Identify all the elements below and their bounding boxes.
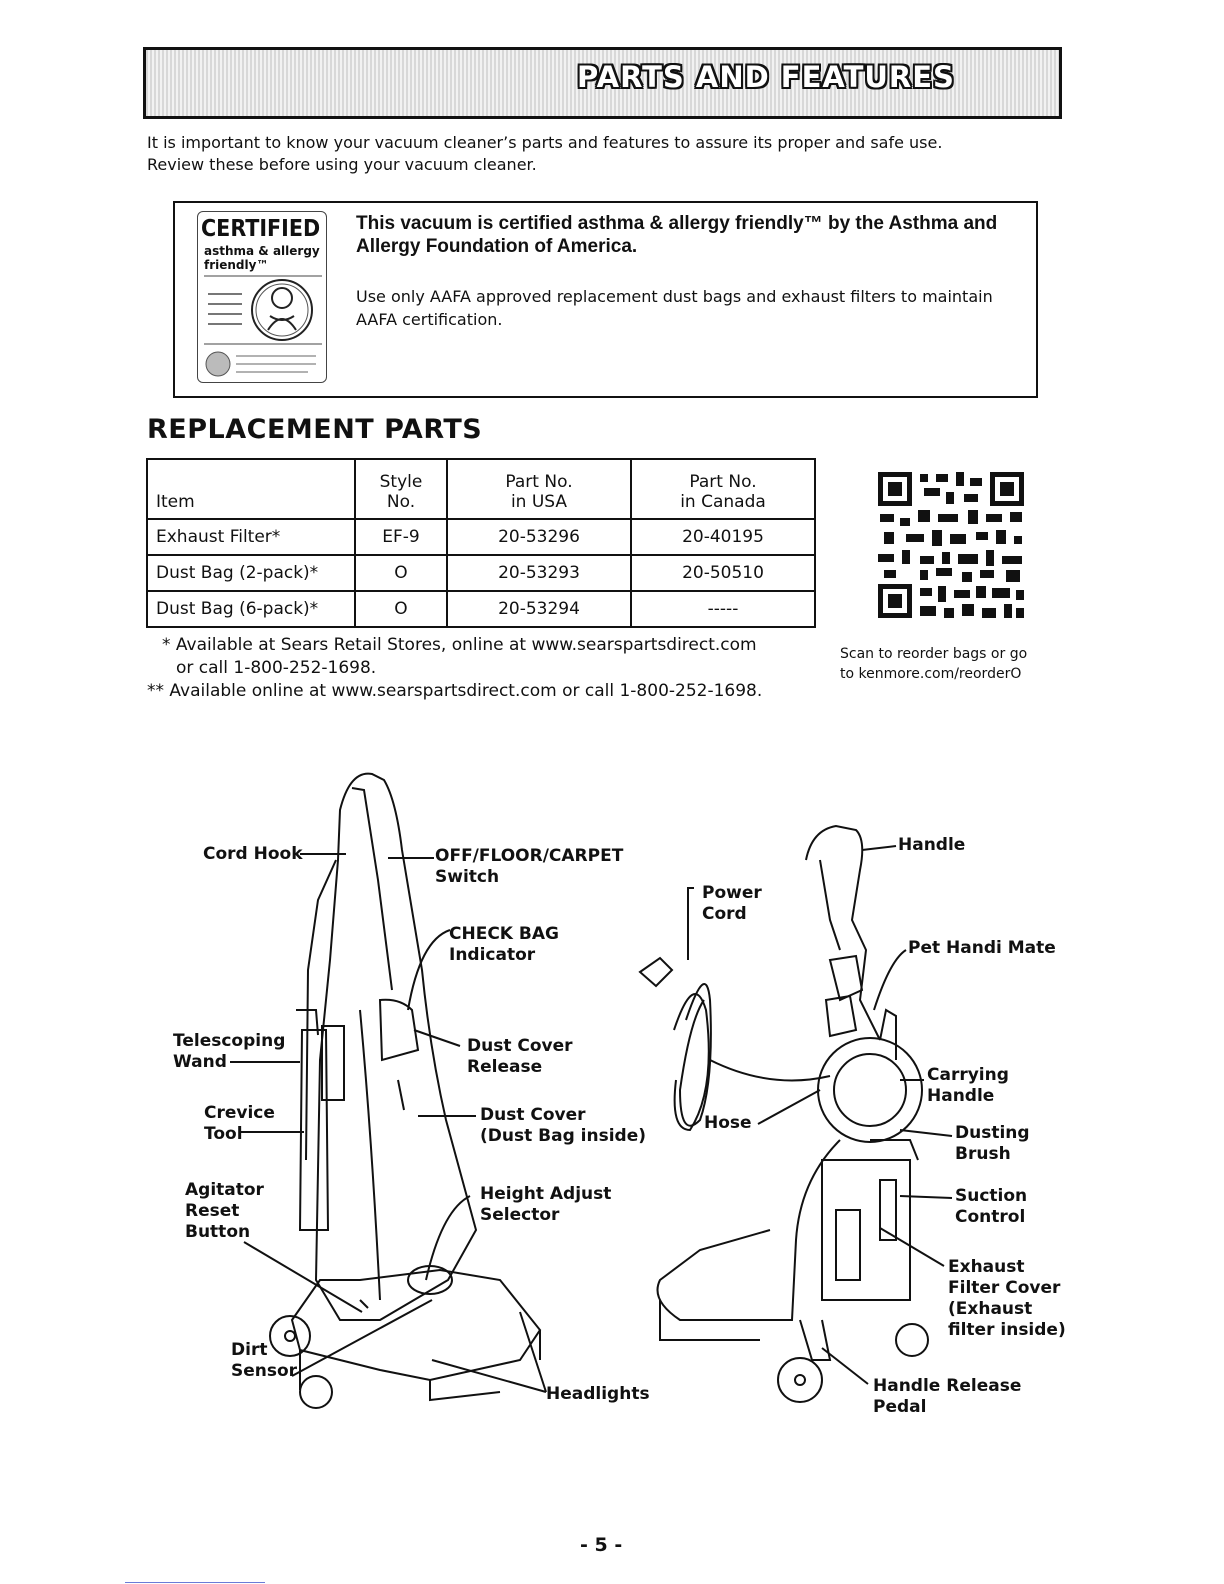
label-dcr-line-1: Dust Cover: [467, 1036, 573, 1057]
label-check-bag-line-2: Indicator: [449, 945, 559, 966]
cell-canada: 20-50510: [631, 555, 815, 591]
label-dirt-sensor: Dirt Sensor: [231, 1340, 297, 1382]
header-usa: Part No. in USA: [447, 459, 631, 519]
header-canada-line-2: in Canada: [640, 492, 806, 512]
label-suction-control: Suction Control: [955, 1186, 1027, 1228]
label-wand-line-1: Telescoping: [173, 1031, 285, 1052]
label-dusting-brush: Dusting Brush: [955, 1123, 1030, 1165]
cell-usa: 20-53296: [447, 519, 631, 555]
label-exhaust-line-2: Filter Cover: [948, 1278, 1066, 1299]
divider: [125, 1582, 265, 1583]
label-switch: OFF/FLOOR/CARPET Switch: [435, 846, 623, 888]
label-height-adjust: Height Adjust Selector: [480, 1184, 611, 1226]
footnote-2: ** Available online at www.searspartsdir…: [147, 680, 762, 703]
label-dusting-line-2: Brush: [955, 1144, 1030, 1165]
label-dirt-line-1: Dirt: [231, 1340, 297, 1361]
label-switch-line-1: OFF/FLOOR/CARPET: [435, 846, 623, 867]
label-cord-hook: Cord Hook: [203, 844, 303, 865]
cell-item: Dust Bag (6-pack)*: [147, 591, 355, 627]
label-check-bag: CHECK BAG Indicator: [449, 924, 559, 966]
header-canada-line-1: Part No.: [640, 472, 806, 492]
header-usa-line-1: Part No.: [456, 472, 622, 492]
header-item: Item: [147, 459, 355, 519]
table-row: Exhaust Filter* EF-9 20-53296 20-40195: [147, 519, 815, 555]
header-style: Style No.: [355, 459, 447, 519]
certification-body: Use only AAFA approved replacement dust …: [356, 285, 1026, 331]
label-suction-line-2: Control: [955, 1207, 1027, 1228]
label-pedal-line-2: Pedal: [873, 1397, 1021, 1418]
label-dusting-line-1: Dusting: [955, 1123, 1030, 1144]
section-banner: PARTS AND FEATURES: [143, 47, 1062, 119]
label-hose: Hose: [704, 1113, 752, 1134]
label-pedal-line-1: Handle Release: [873, 1376, 1021, 1397]
label-dirt-line-2: Sensor: [231, 1361, 297, 1382]
cell-style: O: [355, 555, 447, 591]
label-power-line-1: Power: [702, 883, 762, 904]
footnote-1-line-1: * Available at Sears Retail Stores, onli…: [162, 634, 757, 657]
table-row: Dust Bag (6-pack)* O 20-53294 -----: [147, 591, 815, 627]
page-title: PARTS AND FEATURES: [576, 60, 956, 94]
qr-caption: Scan to reorder bags or go to kenmore.co…: [840, 644, 1080, 684]
label-exhaust-filter-cover: Exhaust Filter Cover (Exhaust filter ins…: [948, 1257, 1066, 1341]
label-dust-cover-line-2: (Dust Bag inside): [480, 1126, 646, 1147]
label-height-line-2: Selector: [480, 1205, 611, 1226]
label-power-cord: Power Cord: [702, 883, 762, 925]
label-carry-line-1: Carrying: [927, 1065, 1009, 1086]
cell-canada: -----: [631, 591, 815, 627]
intro-line-1: It is important to know your vacuum clea…: [147, 132, 1047, 154]
table-header-row: Item Style No. Part No. in USA Part No. …: [147, 459, 815, 519]
label-handle: Handle: [898, 835, 965, 856]
label-exhaust-line-1: Exhaust: [948, 1257, 1066, 1278]
header-canada: Part No. in Canada: [631, 459, 815, 519]
replacement-parts-table: Item Style No. Part No. in USA Part No. …: [146, 458, 816, 628]
label-carry-line-2: Handle: [927, 1086, 1009, 1107]
label-pet-handi-mate: Pet Handi Mate: [908, 938, 1056, 959]
qr-caption-line-1: Scan to reorder bags or go: [840, 644, 1080, 664]
cell-item: Exhaust Filter*: [147, 519, 355, 555]
label-height-line-1: Height Adjust: [480, 1184, 611, 1205]
cell-usa: 20-53293: [447, 555, 631, 591]
label-crevice-line-1: Crevice: [204, 1103, 275, 1124]
header-usa-line-2: in USA: [456, 492, 622, 512]
table-row: Dust Bag (2-pack)* O 20-53293 20-50510: [147, 555, 815, 591]
label-dust-cover-release: Dust Cover Release: [467, 1036, 573, 1078]
power-cord-coil: [640, 958, 830, 1130]
label-crevice-tool: Crevice Tool: [204, 1103, 275, 1145]
label-handle-release-pedal: Handle Release Pedal: [873, 1376, 1021, 1418]
intro-line-2: Review these before using your vacuum cl…: [147, 154, 1047, 176]
label-headlights: Headlights: [546, 1384, 650, 1405]
label-wand-line-2: Wand: [173, 1052, 285, 1073]
label-power-line-2: Cord: [702, 904, 762, 925]
certified-badge-logo: CERTIFIED asthma & allergy friendly™: [197, 211, 327, 383]
label-agitator-line-1: Agitator: [185, 1180, 264, 1201]
label-switch-line-2: Switch: [435, 867, 623, 888]
replacement-parts-title: REPLACEMENT PARTS: [147, 414, 482, 445]
qr-caption-line-2: to kenmore.com/reorderO: [840, 664, 1080, 684]
label-check-bag-line-1: CHECK BAG: [449, 924, 559, 945]
page-number: - 5 -: [580, 1534, 622, 1556]
label-agitator-line-2: Reset: [185, 1201, 264, 1222]
cell-usa: 20-53294: [447, 591, 631, 627]
label-telescoping-wand: Telescoping Wand: [173, 1031, 285, 1073]
label-exhaust-line-4: filter inside): [948, 1320, 1066, 1341]
label-suction-line-1: Suction: [955, 1186, 1027, 1207]
cell-item: Dust Bag (2-pack)*: [147, 555, 355, 591]
footnote-1: * Available at Sears Retail Stores, onli…: [162, 634, 757, 680]
footnote-1-line-2: or call 1-800-252-1698.: [162, 657, 757, 680]
qr-code-icon[interactable]: [876, 470, 1026, 620]
label-carrying-handle: Carrying Handle: [927, 1065, 1009, 1107]
intro-text: It is important to know your vacuum clea…: [147, 132, 1047, 176]
label-crevice-line-2: Tool: [204, 1124, 275, 1145]
label-exhaust-line-3: (Exhaust: [948, 1299, 1066, 1320]
badge-graphic: [198, 212, 328, 384]
label-agitator-reset: Agitator Reset Button: [185, 1180, 264, 1243]
label-dust-cover-line-1: Dust Cover: [480, 1105, 646, 1126]
label-agitator-line-3: Button: [185, 1222, 264, 1243]
label-dcr-line-2: Release: [467, 1057, 573, 1078]
label-dust-cover: Dust Cover (Dust Bag inside): [480, 1105, 646, 1147]
cell-canada: 20-40195: [631, 519, 815, 555]
certification-headline: This vacuum is certified asthma & allerg…: [356, 212, 1026, 258]
cell-style: O: [355, 591, 447, 627]
cell-style: EF-9: [355, 519, 447, 555]
